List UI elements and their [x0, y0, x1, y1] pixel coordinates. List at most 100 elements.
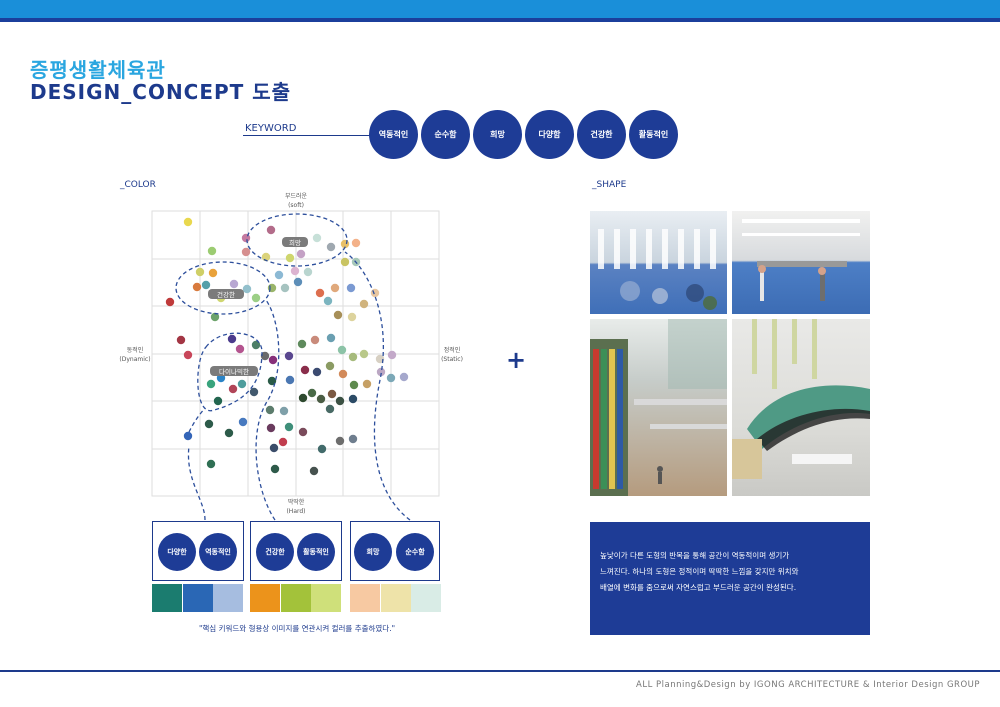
color-dot: [285, 375, 295, 385]
group-keyword-circle: 희망: [354, 533, 392, 571]
color-dot: [213, 396, 223, 406]
color-dot: [195, 267, 205, 277]
cluster-label-healthy: 건강한: [217, 290, 235, 299]
color-dot: [346, 283, 356, 293]
color-dot: [278, 437, 288, 447]
color-dot: [227, 334, 237, 344]
color-dot: [297, 339, 307, 349]
color-group-box: [350, 521, 440, 581]
group-keyword-circle: 활동적인: [297, 533, 335, 571]
plus-icon: +: [506, 346, 527, 374]
color-dot: [376, 367, 386, 377]
page-title: DESIGN_CONCEPT 도출: [30, 80, 292, 104]
color-dot: [399, 372, 409, 382]
color-dot: [176, 335, 186, 345]
top-bar-accent: [0, 18, 1000, 22]
color-dot: [348, 434, 358, 444]
footer-divider: [0, 670, 1000, 672]
keyword-circle: 희망: [473, 110, 522, 159]
color-dot: [183, 431, 193, 441]
color-dot: [285, 253, 295, 263]
color-dot: [317, 444, 327, 454]
color-dot: [338, 369, 348, 379]
color-dot: [237, 379, 247, 389]
lobby-photo-image: [732, 319, 870, 479]
footer-credit: ALL Planning&Design by IGONG ARCHITECTUR…: [636, 680, 980, 690]
color-dot: [326, 242, 336, 252]
color-dot: [206, 459, 216, 469]
top-bar: [0, 0, 1000, 18]
color-dot: [284, 351, 294, 361]
color-dot: [192, 282, 202, 292]
color-dot: [348, 352, 358, 362]
atrium-photo-image: [590, 319, 727, 496]
color-dot: [326, 333, 336, 343]
color-dot: [337, 345, 347, 355]
color-dot: [327, 389, 337, 399]
color-dot: [351, 238, 361, 248]
color-dot: [238, 417, 248, 427]
group-keyword-circle: 역동적인: [199, 533, 237, 571]
page-title-korean: 증평생활체육관: [30, 58, 166, 82]
color-swatch: [280, 584, 311, 612]
color-swatch: [311, 584, 341, 612]
color-dot: [333, 310, 343, 320]
color-dot: [183, 350, 193, 360]
shape-section-label: _SHAPE: [592, 180, 627, 190]
gym-photo-2: [732, 211, 870, 314]
color-dot: [165, 297, 175, 307]
color-dot: [347, 312, 357, 322]
color-dot: [315, 288, 325, 298]
color-dot: [229, 279, 239, 289]
color-dot: [268, 355, 278, 365]
cluster-label-hope: 희망: [289, 238, 301, 247]
keyword-circle: 건강한: [577, 110, 626, 159]
color-swatch: [411, 584, 441, 612]
gym-photo-2-image: [742, 219, 860, 301]
axis-top-label: 부드러운(soft): [284, 193, 308, 209]
axis-left-label: 동적인(Dynamic): [119, 347, 151, 363]
color-dot: [204, 419, 214, 429]
color-dot: [269, 443, 279, 453]
color-dot: [235, 344, 245, 354]
color-dot: [323, 296, 333, 306]
color-dot: [303, 267, 313, 277]
color-dot: [284, 422, 294, 432]
chart-grid: [151, 210, 440, 497]
color-dot: [312, 367, 322, 377]
color-dot: [325, 361, 335, 371]
cluster-outlines: [175, 213, 411, 521]
color-dot: [298, 393, 308, 403]
color-dot: [201, 280, 211, 290]
keyword-label: KEYWORD: [245, 123, 297, 134]
color-dot: [241, 233, 251, 243]
color-dot: [260, 351, 270, 361]
color-swatch: [250, 584, 280, 612]
color-dot: [340, 257, 350, 267]
color-dot: [316, 394, 326, 404]
color-swatch: [380, 584, 411, 612]
color-dot: [296, 249, 306, 259]
color-dot: [349, 380, 359, 390]
color-dot: [335, 436, 345, 446]
color-dot: [359, 349, 369, 359]
color-caption: "핵심 키워드와 형용상 이미지를 연관시켜 컬러를 추출하였다.": [198, 624, 396, 633]
color-group-box: [250, 521, 342, 581]
color-dot: [330, 283, 340, 293]
color-dot: [242, 284, 252, 294]
color-dot: [387, 350, 397, 360]
group-keyword-circle: 다양한: [158, 533, 196, 571]
color-dot: [183, 217, 193, 227]
color-dot: [279, 406, 289, 416]
color-dot: [370, 288, 380, 298]
keyword-circle: 역동적인: [369, 110, 418, 159]
color-dot: [206, 379, 216, 389]
color-dot: [298, 427, 308, 437]
lobby-photo: [732, 319, 870, 496]
cluster-label-dynamic: 다이나믹한: [219, 367, 249, 376]
color-dot: [270, 464, 280, 474]
color-dots: [165, 217, 409, 476]
color-dot: [265, 405, 275, 415]
color-dot: [362, 379, 372, 389]
